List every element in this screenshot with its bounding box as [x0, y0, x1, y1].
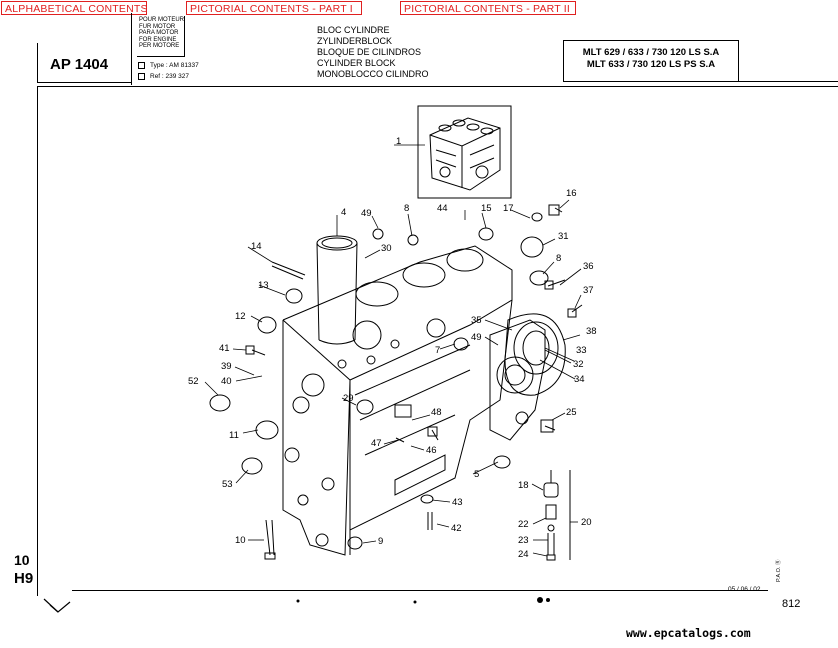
callout-53: 53 [222, 479, 233, 490]
callout-41: 41 [219, 343, 230, 354]
title-en: CYLINDER BLOCK [317, 58, 396, 68]
header-code-underline [37, 82, 131, 83]
inset-engine-frame [417, 105, 512, 199]
callout-36: 36 [583, 261, 594, 272]
page-number: 812 [782, 598, 801, 610]
languages-box [137, 16, 185, 57]
model-line: MLT 629 / 633 / 730 120 LS S.A [582, 47, 720, 58]
title-es: BLOQUE DE CILINDROS [317, 47, 422, 57]
header-divider-1 [131, 13, 132, 85]
leader-lines [204, 144, 582, 557]
callout-49: 49 [471, 332, 482, 343]
corner-arrow-icon [43, 598, 71, 613]
callout-18: 18 [518, 480, 529, 491]
header-models-right [738, 40, 739, 82]
callout-13: 13 [258, 280, 269, 291]
callout-14: 14 [251, 241, 262, 252]
callout-43: 43 [452, 497, 463, 508]
callout-34: 34 [574, 374, 585, 385]
callout-23: 23 [518, 535, 529, 546]
section-number: 10 [14, 552, 30, 568]
callout-labels: 1 4 49 8 44 15 17 16 31 8 14 30 36 13 37… [188, 136, 597, 560]
engine-block [282, 245, 513, 556]
type-checkbox [138, 62, 145, 69]
screws [245, 204, 583, 560]
lang-line: PER MOTORE [139, 43, 180, 50]
crankshaft-seal-plate [504, 313, 566, 396]
header-divider-2 [563, 40, 564, 82]
nav-pictorial-contents-part-1[interactable]: PICTORIAL CONTENTS - PART I [186, 1, 362, 15]
plugs [209, 212, 549, 550]
pao-mark: P.A.O. Ⓡ [776, 559, 782, 582]
callout-38: 38 [586, 326, 597, 337]
callout-25: 25 [566, 407, 577, 418]
diagram-frame-bottom [72, 590, 768, 591]
callout-4: 4 [341, 207, 346, 218]
callout-12: 12 [235, 311, 246, 322]
callout-40: 40 [221, 376, 232, 387]
callout-42: 42 [451, 523, 462, 534]
header-models-bottom [563, 81, 838, 82]
callout-33: 33 [576, 345, 587, 356]
callout-10: 10 [235, 535, 246, 546]
nav-alphabetical-contents[interactable]: ALPHABETICAL CONTENTS [1, 1, 147, 15]
callout-15: 15 [481, 203, 492, 214]
lang-line: PARA MOTOR [139, 30, 179, 37]
lang-line: FOR ENGINE [139, 36, 177, 43]
callout-48: 48 [431, 407, 442, 418]
revision-date: 05 / 06 / 02 [728, 586, 761, 593]
model-line: MLT 633 / 730 120 LS PS S.A [586, 59, 716, 70]
callout-16: 16 [566, 188, 577, 199]
callout-8: 8 [404, 203, 409, 214]
callout-29: 29 [343, 393, 354, 404]
engine-languages: POUR MOTEUR FUR MOTOR PARA MOTOR FOR ENG… [139, 17, 184, 50]
callout-39: 39 [221, 361, 232, 372]
nav-pictorial-contents-part-2[interactable]: PICTORIAL CONTENTS - PART II [400, 1, 576, 15]
ref-checkbox [138, 73, 145, 80]
relief-valve-assembly [543, 470, 571, 561]
callout-22: 22 [518, 519, 529, 530]
scan-dots [296, 597, 550, 604]
inset-engine-icon [429, 117, 501, 191]
ref-label: Ref : 239 327 [150, 73, 190, 80]
callout-1: 1 [396, 136, 401, 147]
callout-49: 49 [361, 208, 372, 219]
callout-31: 31 [558, 231, 569, 242]
diagram-frame-top [37, 86, 838, 87]
section-code: H9 [14, 570, 34, 587]
header-models-top [563, 40, 739, 41]
diagram-frame-left [37, 86, 38, 596]
website-watermark: www.epcatalogs.com [626, 626, 751, 640]
title-de: ZYLINDERBLOCK [317, 36, 393, 46]
callout-44: 44 [437, 203, 448, 214]
callout-20: 20 [581, 517, 592, 528]
model-list: MLT 629 / 633 / 730 120 LS S.A MLT 633 /… [564, 47, 738, 71]
callout-35: 35 [471, 315, 482, 326]
callout-17: 17 [503, 203, 514, 214]
callout-11: 11 [229, 430, 239, 441]
title-fr: BLOC CYLINDRE [317, 25, 390, 35]
part-titles: BLOC CYLINDRE ZYLINDERBLOCK BLOQUE DE CI… [317, 25, 429, 80]
callout-47: 47 [371, 438, 382, 449]
callout-24: 24 [518, 549, 529, 560]
header-left-border [37, 43, 38, 83]
callout-52: 52 [188, 376, 199, 387]
callout-9: 9 [378, 536, 383, 547]
callout-8: 8 [556, 253, 561, 264]
callout-32: 32 [573, 359, 584, 370]
callout-7: 7 [435, 345, 440, 356]
callout-37: 37 [583, 285, 594, 296]
title-it: MONOBLOCCO CILINDRO [317, 69, 429, 79]
cylinder-liner [316, 235, 358, 345]
lang-line: POUR MOTEUR [139, 17, 184, 23]
callout-46: 46 [426, 445, 437, 456]
timing-housing [489, 319, 546, 441]
type-label: Type : AM 81337 [150, 62, 199, 69]
lang-line: FUR MOTOR [139, 23, 176, 30]
page-code: AP 1404 [50, 56, 109, 73]
callout-5: 5 [474, 469, 479, 480]
callout-30: 30 [381, 243, 392, 254]
